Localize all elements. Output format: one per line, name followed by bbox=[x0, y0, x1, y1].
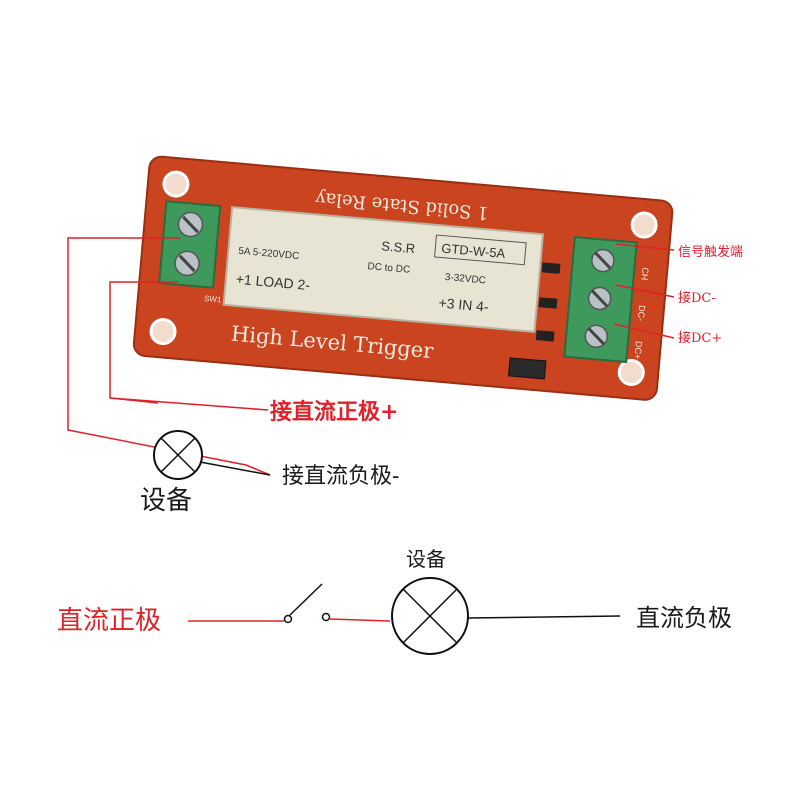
mounting-hole-icon bbox=[630, 211, 658, 239]
pin-label-ch: CH bbox=[639, 267, 650, 281]
callout-device: 设备 bbox=[140, 486, 193, 516]
relay-board: 5A 5-220VDC +1 LOAD 2- S.S.R DC to DC GT… bbox=[132, 155, 674, 401]
smd-component bbox=[538, 297, 558, 309]
callout-dc-minus: 接DC- bbox=[678, 291, 716, 306]
switch-lever-icon bbox=[289, 583, 323, 616]
smd-component bbox=[535, 330, 555, 342]
schematic-wire-negative bbox=[467, 615, 621, 619]
lamp-icon bbox=[391, 577, 469, 655]
switch-contact-icon bbox=[283, 614, 293, 624]
relay-output-rating: 5A 5-220VDC bbox=[238, 246, 300, 262]
callout-line bbox=[615, 243, 675, 251]
relay-type-sub: DC to DC bbox=[367, 261, 411, 276]
pin-label-dc-minus: DC- bbox=[636, 305, 647, 322]
relay-type: S.S.R bbox=[381, 238, 416, 256]
switch-contact-icon bbox=[321, 612, 331, 622]
callout-signal-trigger: 信号触发端 bbox=[678, 245, 744, 260]
schematic-dc-negative: 直流负极 bbox=[636, 604, 732, 632]
pin-label-dc-plus: DC+ bbox=[632, 341, 644, 360]
relay-model: GTD-W-5A bbox=[441, 240, 506, 261]
mounting-hole-icon bbox=[162, 170, 190, 198]
schematic-device: 设备 bbox=[406, 547, 446, 571]
schematic bbox=[188, 577, 621, 655]
solid-state-relay: 5A 5-220VDC +1 LOAD 2- S.S.R DC to DC GT… bbox=[222, 205, 545, 333]
wire-negative bbox=[67, 237, 271, 476]
output-terminal-block bbox=[158, 200, 222, 289]
callout-line bbox=[613, 323, 675, 339]
relay-output-pins: +1 LOAD 2- bbox=[235, 271, 311, 293]
wire-lamp-return bbox=[199, 461, 271, 476]
callout-line bbox=[615, 284, 675, 298]
relay-input-pins: +3 IN 4- bbox=[438, 294, 490, 314]
smd-component bbox=[541, 262, 561, 274]
mounting-hole-icon bbox=[149, 318, 177, 346]
relay-input-rating: 3-32VDC bbox=[444, 272, 486, 287]
wire-positive bbox=[109, 397, 269, 411]
transistor-component bbox=[507, 357, 547, 380]
input-terminal-block bbox=[563, 235, 638, 364]
callout-dc-positive: 接直流正极+ bbox=[270, 399, 399, 425]
callout-dc-negative: 接直流负极- bbox=[282, 464, 400, 489]
schematic-dc-positive: 直流正极 bbox=[57, 606, 162, 636]
mounting-hole-icon bbox=[617, 358, 645, 386]
lamp-icon bbox=[153, 430, 203, 480]
switch-label: SW1 bbox=[204, 294, 223, 305]
callout-dc-plus: 接DC+ bbox=[678, 331, 723, 346]
schematic-wire-mid bbox=[329, 618, 391, 622]
